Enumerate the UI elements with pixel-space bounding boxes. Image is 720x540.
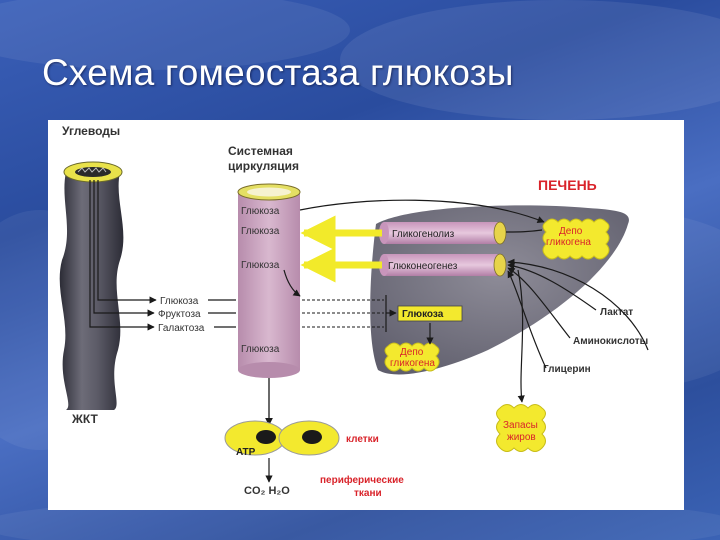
glycogen-depot-top-line2: гликогена — [546, 237, 591, 248]
peripheral-tissues-line1: периферические — [320, 474, 404, 486]
carbohydrates-label: Углеводы — [62, 124, 120, 138]
gut-absorption-arrows — [89, 180, 236, 331]
vessel-to-depot-arrow — [299, 199, 545, 223]
glycogen-depot-bottom — [384, 342, 440, 372]
co2-h2o-label: CO₂ H₂O — [244, 485, 290, 497]
glycogen-depot-top-line1: Депо — [559, 226, 583, 237]
systemic-circulation-vessel — [237, 183, 301, 378]
peripheral-tissues-line2: ткани — [354, 488, 382, 499]
circulation-label-line1: Системная — [228, 144, 293, 158]
gut-tube — [59, 161, 124, 410]
vessel-glucose-3: Глюкоза — [241, 260, 280, 271]
circulation-label-line2: циркуляция — [228, 159, 299, 173]
glucose-homeostasis-diagram: Углеводы ЖКТ ПЕЧЕНЬ Системная циркуляция… — [59, 124, 649, 499]
cells-label: клетки — [346, 434, 379, 445]
slide-title: Схема гомеостаза глюкозы — [42, 52, 514, 93]
glycogenolysis-cylinder — [379, 221, 507, 245]
portal-arrows — [302, 299, 384, 328]
gi-tract-label: ЖКТ — [71, 412, 98, 426]
vessel-internal-arrow — [283, 269, 301, 297]
glycerol-label: Глицерин — [543, 364, 591, 375]
vessel-glucose-1: Глюкоза — [241, 206, 280, 217]
lactate-label: Лактат — [600, 307, 633, 318]
gut-output-glucose: Глюкоза — [160, 296, 199, 307]
fat-stores-line1: Запасы — [503, 420, 538, 431]
amino-acids-label: Аминокислоты — [573, 336, 648, 347]
peripheral-cells — [224, 420, 340, 456]
fat-stores — [496, 404, 546, 452]
vessel-glucose-2: Глюкоза — [241, 226, 280, 237]
glycogen-depot-top — [542, 218, 610, 260]
gut-output-galactose: Галактоза — [158, 323, 205, 334]
glycogenolysis-label: Гликогенолиз — [392, 229, 455, 240]
liver-label: ПЕЧЕНЬ — [538, 177, 597, 193]
substrate-arrows — [505, 229, 649, 403]
gluconeogenesis-cylinder — [379, 253, 507, 277]
vessel-glucose-4: Глюкоза — [241, 344, 280, 355]
fat-stores-line2: жиров — [507, 432, 536, 443]
gut-output-fructose: Фруктоза — [158, 309, 201, 320]
liver-glucose-box — [397, 305, 463, 322]
glycogen-depot-bottom-line1: Депо — [400, 347, 424, 358]
gluconeogenesis-label: Глюконеогенез — [388, 261, 458, 272]
atp-label: ATP — [236, 447, 256, 458]
liver-glucose-label: Глюкоза — [402, 309, 444, 320]
glycogen-depot-bottom-line2: гликогена — [390, 358, 435, 369]
diagram-panel: Углеводы ЖКТ ПЕЧЕНЬ Системная циркуляция… — [48, 120, 684, 510]
